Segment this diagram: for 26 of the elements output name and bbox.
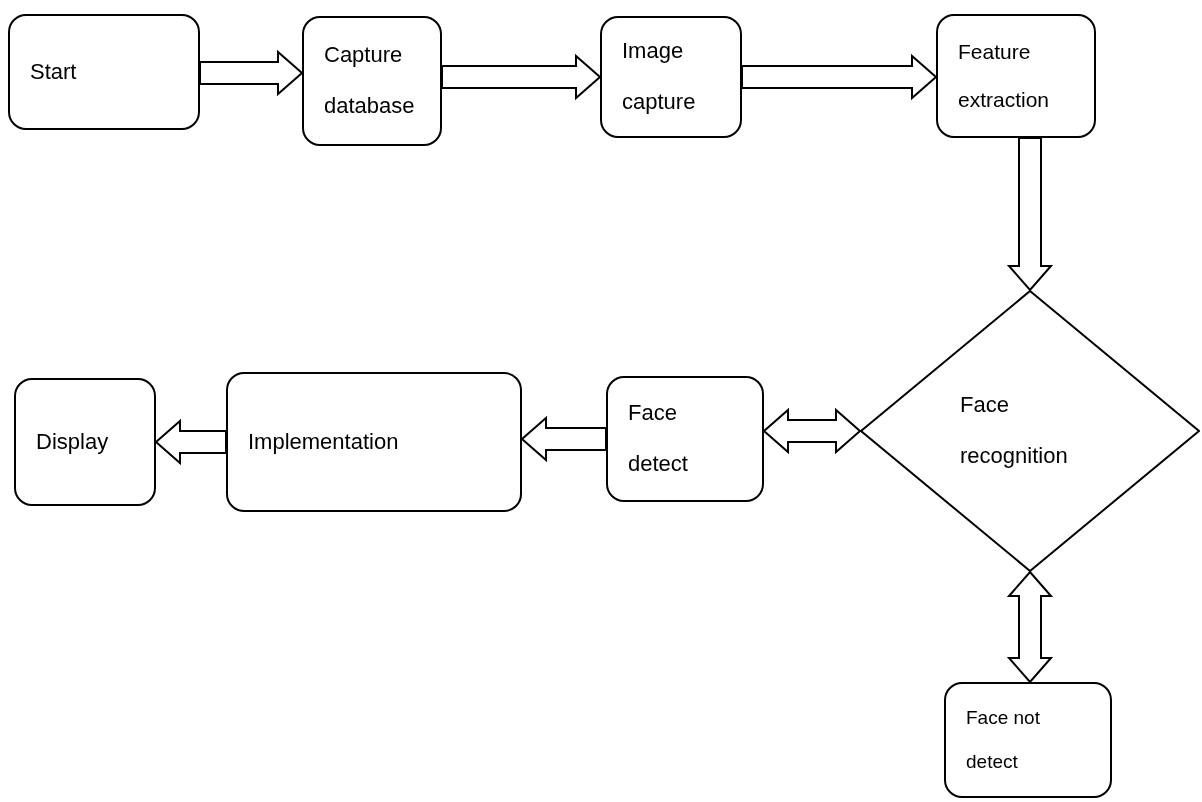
hollow-arrow	[199, 49, 304, 97]
decision-diamond	[860, 290, 1200, 572]
node-text: Image capture	[622, 37, 697, 116]
process-box	[606, 376, 764, 502]
node-text: Face recognition	[960, 391, 1069, 470]
node-text: Feature extraction	[958, 38, 1051, 113]
node-text: Implementation	[248, 427, 399, 456]
hollow-arrow	[1006, 570, 1054, 684]
process-box	[936, 14, 1096, 138]
process-box	[600, 16, 742, 138]
hollow-arrow	[762, 407, 862, 455]
process-box	[944, 682, 1112, 798]
node-text: Display	[36, 427, 109, 456]
hollow-arrow	[1006, 137, 1054, 292]
hollow-arrow	[741, 53, 938, 101]
node-text: Face not detect	[966, 706, 1041, 774]
process-box	[302, 16, 442, 146]
process-box	[226, 372, 522, 512]
hollow-arrow	[154, 418, 227, 466]
process-box	[8, 14, 200, 130]
hollow-arrow	[520, 415, 607, 463]
node-text: Capture database	[324, 41, 416, 120]
hollow-arrow	[441, 53, 602, 101]
node-text: Start	[30, 57, 77, 86]
node-text: Face detect	[628, 399, 689, 478]
process-box	[14, 378, 156, 506]
